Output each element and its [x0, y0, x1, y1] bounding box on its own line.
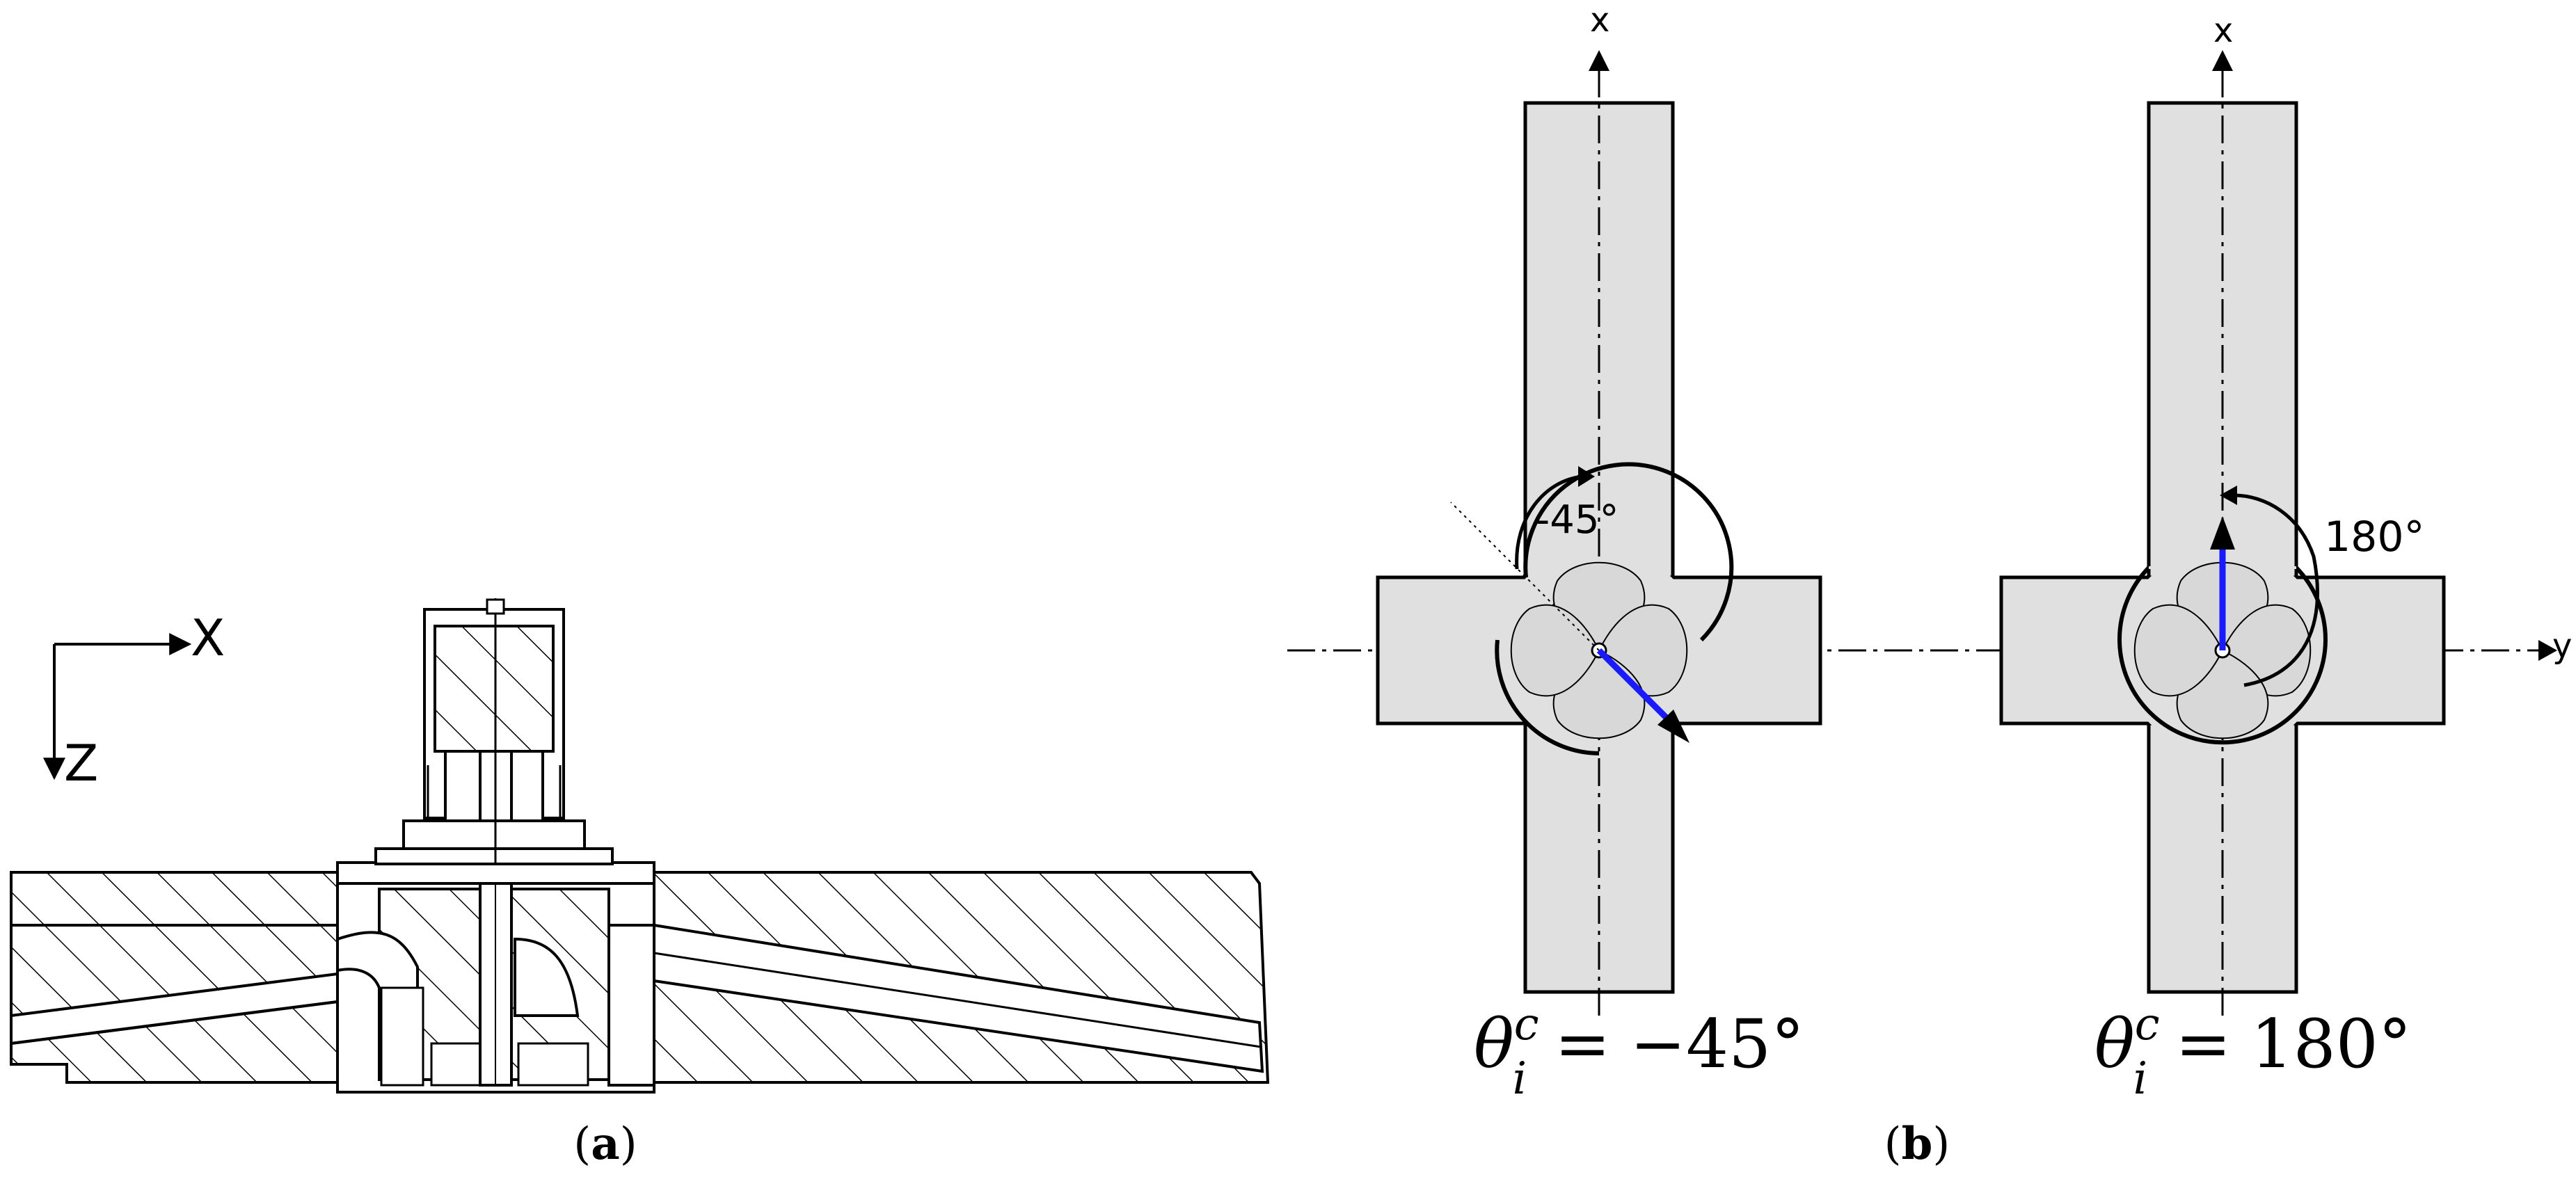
- y-axis-label: y: [2552, 627, 2572, 666]
- angle-label-right: 180°: [2324, 513, 2425, 561]
- caption-a: (a): [573, 1118, 637, 1170]
- y-axis-arrowhead: [2538, 640, 2557, 661]
- central-body: [336, 861, 655, 1094]
- x-axis-label-left: x: [1590, 1, 1609, 40]
- panel-b-top-view: y x -45°: [1287, 1, 2572, 1170]
- upper-housing: [374, 598, 614, 865]
- panel-a-cross-section: X Z: [10, 598, 1270, 1170]
- right-slab: [653, 871, 1270, 1084]
- blue-arrowhead-right: [2210, 516, 2235, 550]
- reference-line-left: [1450, 502, 1600, 651]
- x-axis-label: X: [191, 609, 225, 667]
- angle-arc-left: [1515, 474, 1584, 570]
- blue-arrowhead-left: [1657, 710, 1689, 743]
- x-axis-label-right: x: [2213, 11, 2233, 50]
- caption-b: (b): [1884, 1118, 1950, 1170]
- angle-label-left: -45°: [1536, 497, 1619, 543]
- left-slab: [10, 871, 339, 1084]
- x-axis-arrowhead-left: [1589, 50, 1609, 71]
- blue-arrow-left: [1596, 648, 1673, 724]
- x-axis-arrowhead-right: [2212, 50, 2233, 71]
- angle-arc-right: [2233, 493, 2319, 687]
- axes-a: X Z: [43, 609, 225, 792]
- z-axis-label: Z: [64, 734, 98, 792]
